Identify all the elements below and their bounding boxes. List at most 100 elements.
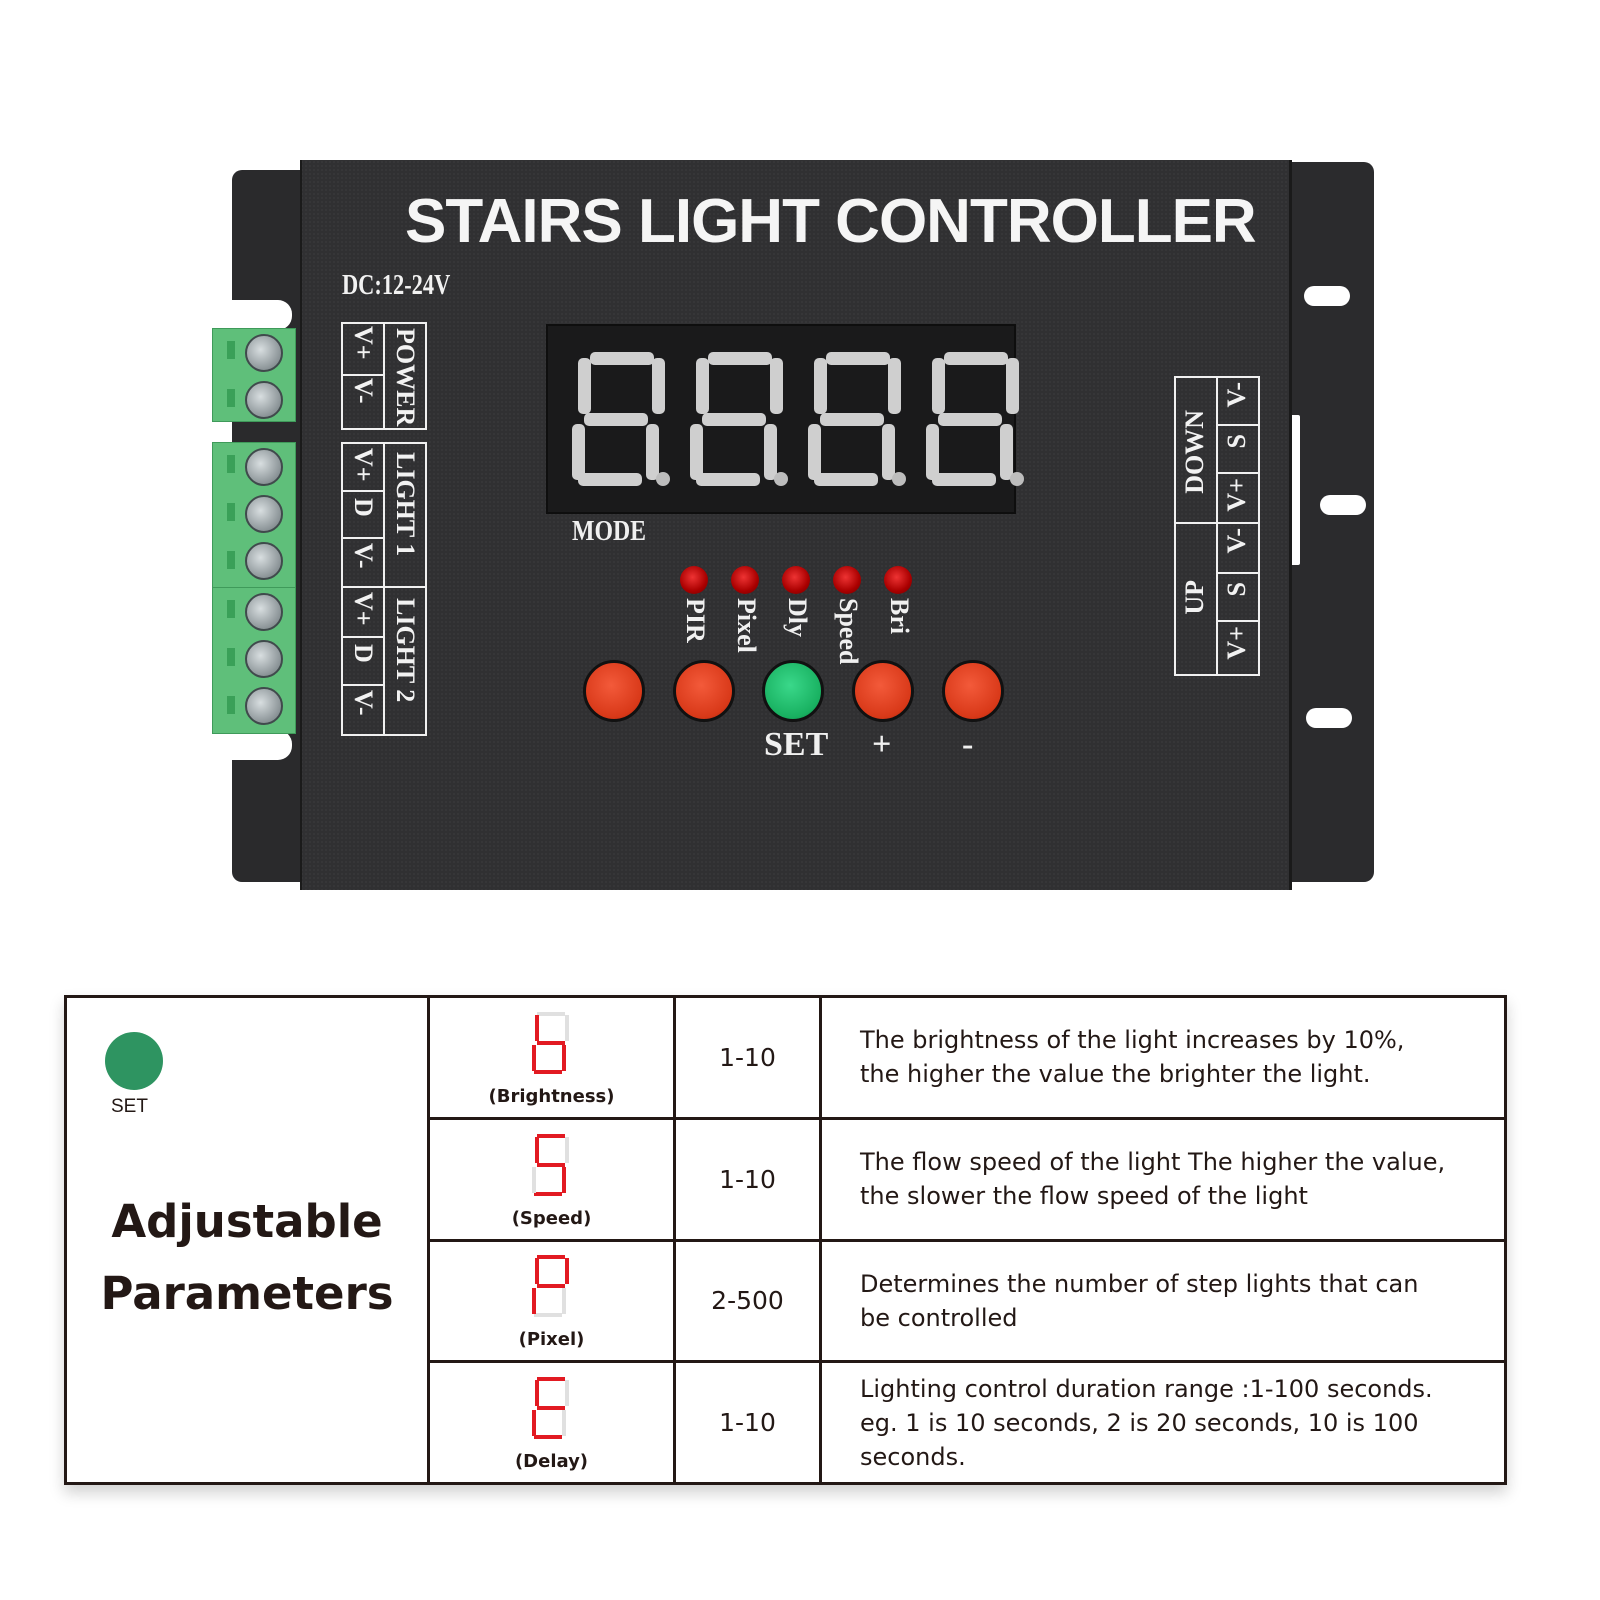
terminal-screw[interactable] xyxy=(245,334,283,372)
terminal-pin xyxy=(227,600,235,618)
down-group-label: DOWN xyxy=(1180,410,1209,494)
indicator-label-bri: Bri xyxy=(885,598,914,635)
terminal-pin xyxy=(227,648,235,666)
controller-body xyxy=(300,160,1292,890)
light2-group-label: LIGHT 2 xyxy=(391,598,420,703)
light2-terminal-block[interactable] xyxy=(212,587,296,734)
segment-e-icon xyxy=(531,1377,572,1440)
down-pin-vminus: V- xyxy=(1222,382,1251,408)
parameter-caption: (Brightness) xyxy=(488,1085,615,1107)
indicator-label-dly: Dly xyxy=(783,598,812,637)
light1-pin-d: D xyxy=(349,498,378,517)
parameter-caption: (Pixel) xyxy=(518,1329,585,1351)
terminal-screw[interactable] xyxy=(245,495,283,533)
up-pin-s: S xyxy=(1222,582,1251,597)
description-line: the higher the value the brighter the li… xyxy=(860,1060,1371,1089)
mounting-slot xyxy=(1306,708,1352,728)
table-title-cell: SET Adjustable Parameters xyxy=(64,995,430,1485)
parameter-description: The flow speed of the light The higher t… xyxy=(819,1116,1507,1242)
plus-button-label: + xyxy=(872,726,892,763)
pixel-symbol-cell: (Pixel) xyxy=(427,1238,676,1364)
description-line: The flow speed of the light The higher t… xyxy=(860,1148,1446,1177)
mode-button[interactable] xyxy=(583,660,645,722)
parameter-caption: (Delay) xyxy=(514,1451,589,1473)
terminal-pin xyxy=(227,503,235,521)
power-terminal-block[interactable] xyxy=(212,328,296,422)
down-pin-s: S xyxy=(1222,434,1251,449)
brightness-symbol-cell: (Brightness) xyxy=(427,995,676,1120)
light1-group-label: LIGHT 1 xyxy=(391,452,420,557)
mode-label: MODE xyxy=(572,516,647,547)
set-button[interactable] xyxy=(762,660,824,722)
parameter-range: 1-10 xyxy=(673,1360,822,1485)
up-pin-vplus: V+ xyxy=(1222,626,1251,660)
description-line: the slower the flow speed of the light xyxy=(860,1182,1308,1211)
parameter-description: Determines the number of step lights tha… xyxy=(819,1238,1507,1364)
label-divider xyxy=(383,442,385,734)
label-divider xyxy=(341,586,425,588)
terminal-pin xyxy=(227,696,235,714)
terminal-pin xyxy=(227,551,235,569)
delay-indicator-led xyxy=(782,566,810,594)
parameter-range: 1-10 xyxy=(673,995,822,1120)
light1-terminal-block[interactable] xyxy=(212,442,296,589)
table-row: (Delay) 1-10 Lighting control duration r… xyxy=(66,1360,1507,1485)
terminal-pin xyxy=(227,389,235,407)
light1-pin-vminus: V- xyxy=(349,543,378,569)
table-title-line2: Parameters xyxy=(100,1267,394,1320)
terminal-screw[interactable] xyxy=(245,593,283,631)
label-divider xyxy=(1216,472,1258,474)
up-pin-vminus: V- xyxy=(1222,528,1251,554)
power-spec-label: DC:12-24V xyxy=(342,270,451,301)
label-divider xyxy=(1216,572,1258,574)
segment-s-icon xyxy=(531,1133,572,1196)
terminal-screw[interactable] xyxy=(245,381,283,419)
indicator-label-pir: PIR xyxy=(681,598,710,643)
up-group-label: UP xyxy=(1180,580,1209,615)
display-digit xyxy=(804,352,906,486)
pixel-indicator-led xyxy=(731,566,759,594)
parameter-description: Lighting control duration range :1-100 s… xyxy=(819,1360,1507,1485)
parameter-caption: (Speed) xyxy=(511,1207,592,1229)
terminal-pin xyxy=(227,455,235,473)
segment-b-icon xyxy=(531,1011,572,1074)
table-row: SET Adjustable Parameters (Brightness) 1… xyxy=(64,995,1507,1485)
adjustable-parameters-table: SET Adjustable Parameters (Brightness) 1… xyxy=(64,995,1507,1485)
label-divider xyxy=(341,684,385,686)
description-line: eg. 1 is 10 seconds, 2 is 20 seconds, 10… xyxy=(860,1408,1419,1471)
parameter-range: 2-500 xyxy=(673,1238,822,1364)
light2-pin-d: D xyxy=(349,644,378,663)
segment-p-icon xyxy=(531,1255,572,1318)
power-group-label: POWER xyxy=(391,328,420,427)
table-row: (Speed) 1-10 The flow speed of the light… xyxy=(66,1116,1507,1242)
down-pin-vplus: V+ xyxy=(1222,478,1251,512)
label-divider xyxy=(1174,522,1258,524)
device-title: STAIRS LIGHT CONTROLLER xyxy=(405,187,1257,256)
label-divider xyxy=(341,636,385,638)
minus-button-label: - xyxy=(962,726,974,763)
terminal-screw[interactable] xyxy=(245,687,283,725)
description-line: The brightness of the light increases by… xyxy=(860,1026,1405,1055)
terminal-screw[interactable] xyxy=(245,542,283,580)
description-line: Determines the number of step lights tha… xyxy=(860,1269,1419,1298)
plus-button[interactable] xyxy=(852,660,914,722)
display-digit xyxy=(686,352,788,486)
label-divider xyxy=(341,490,385,492)
light2-pin-vminus: V- xyxy=(349,690,378,716)
mode-select-button[interactable] xyxy=(673,660,735,722)
display-digit xyxy=(568,352,670,486)
speed-symbol-cell: (Speed) xyxy=(427,1116,676,1242)
seven-segment-display xyxy=(546,324,1024,514)
description-line: Lighting control duration range :1-100 s… xyxy=(860,1374,1433,1403)
set-button-label: SET xyxy=(764,726,829,763)
terminal-screw[interactable] xyxy=(245,448,283,486)
delay-symbol-cell: (Delay) xyxy=(427,1360,676,1485)
set-button-caption: SET xyxy=(111,1096,148,1117)
label-divider xyxy=(1216,620,1258,622)
label-divider xyxy=(1216,376,1218,674)
label-divider xyxy=(341,537,385,539)
power-pin-vplus: V+ xyxy=(349,326,378,360)
minus-button[interactable] xyxy=(942,660,1004,722)
terminal-screw[interactable] xyxy=(245,640,283,678)
brightness-indicator-led xyxy=(884,566,912,594)
